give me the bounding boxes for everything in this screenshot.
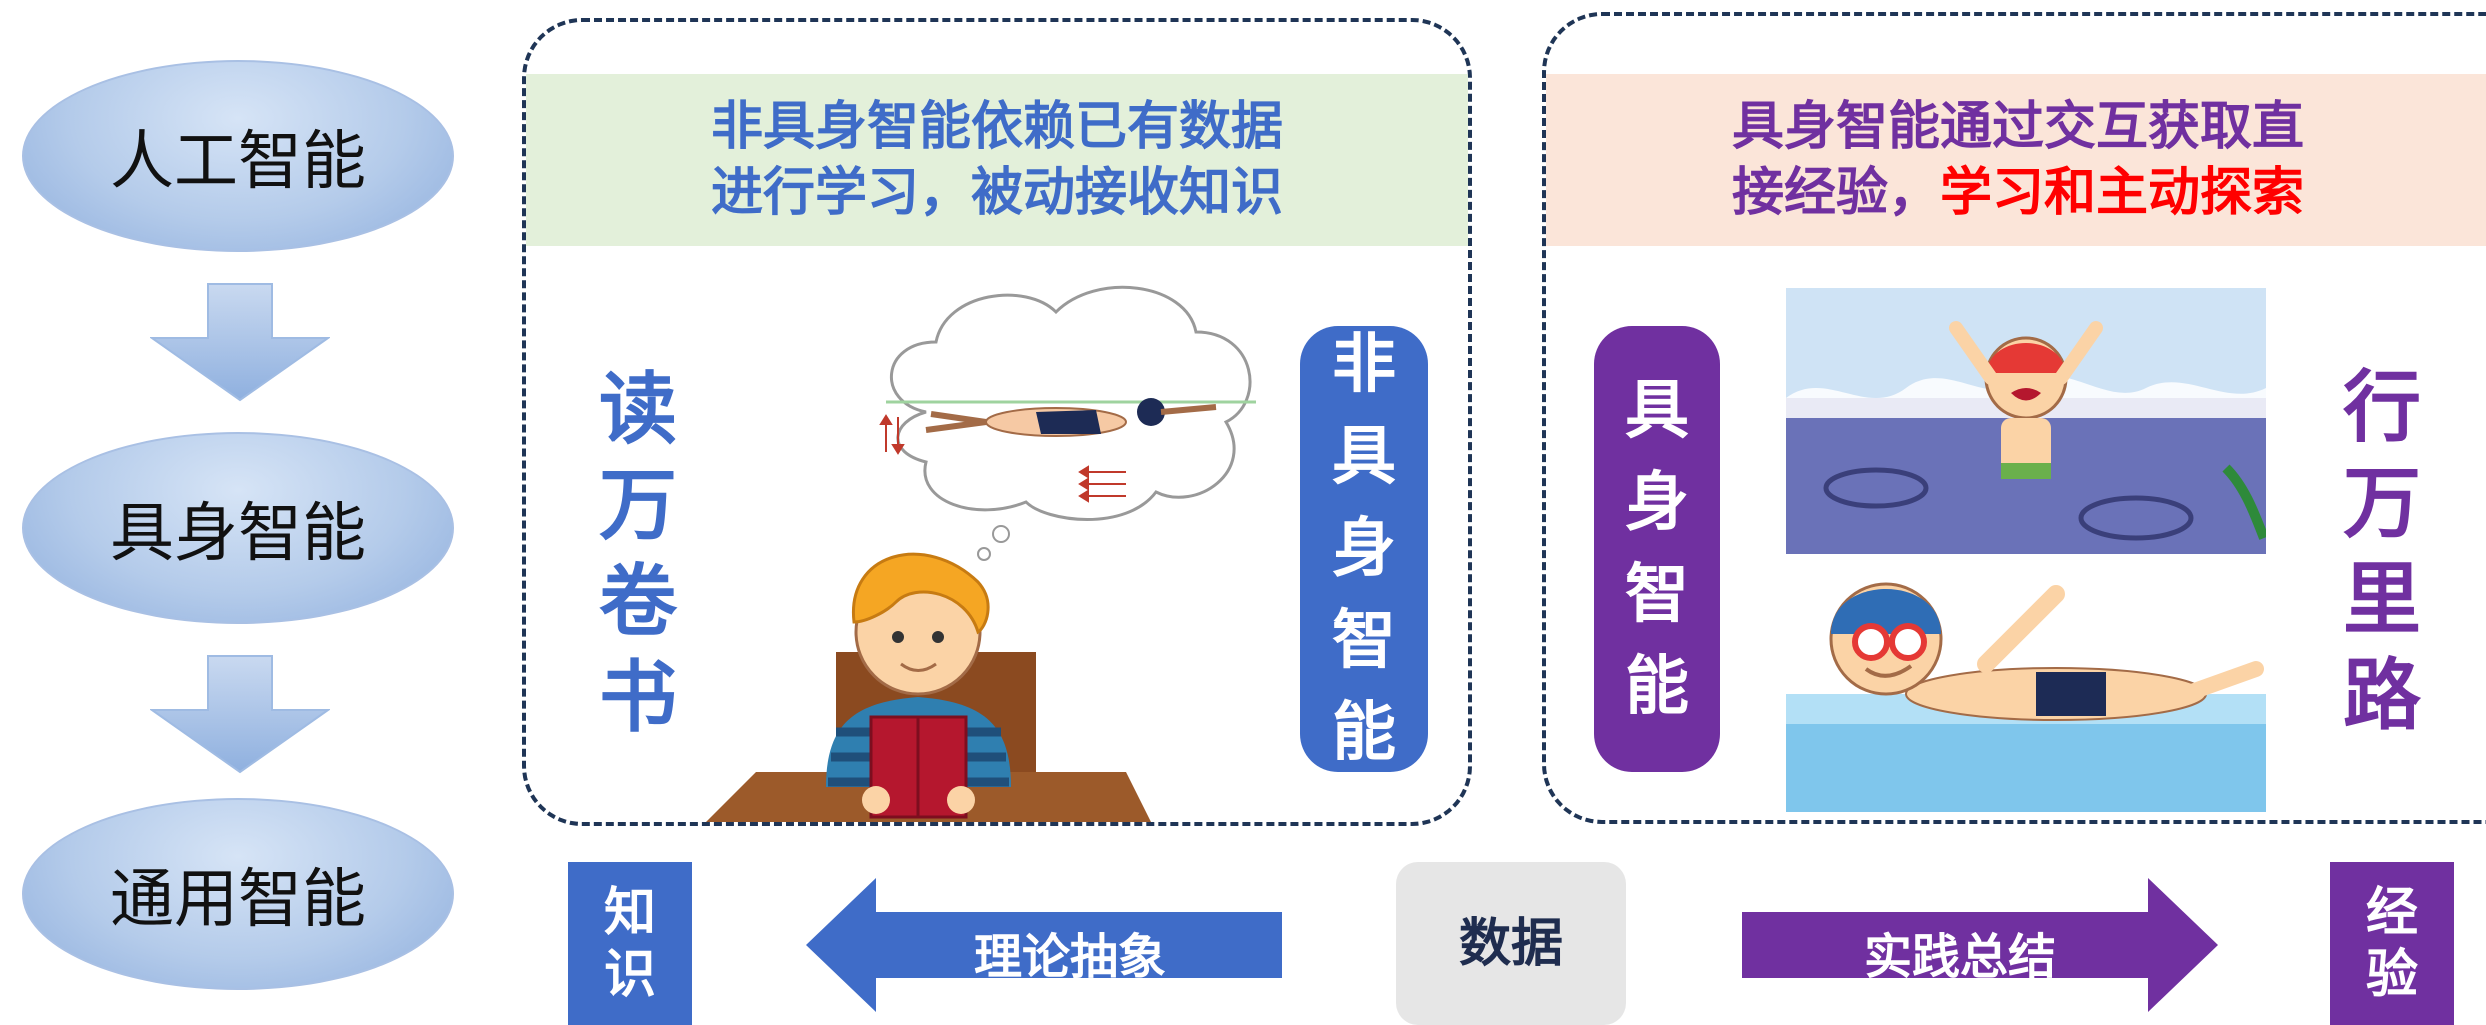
vertical-char: 经 <box>2365 882 2418 943</box>
vertical-char: 万 <box>2342 459 2421 549</box>
vertical-char: 非 <box>1332 328 1396 402</box>
non-embodied-panel: 非具身智能依赖已有数据 进行学习，被动接收知识 读 万 卷 书 <box>522 18 1472 826</box>
vertical-char: 万 <box>598 461 677 551</box>
embodied-panel: 具身智能通过交互获取直 接经验，学习和主动探索 具 身 智 能 <box>1542 12 2486 824</box>
right-arrow-icon <box>1742 878 2218 1012</box>
vertical-char: 能 <box>1332 696 1396 770</box>
vertical-char: 身 <box>1625 466 1689 540</box>
vertical-char: 行 <box>2342 363 2421 453</box>
data-label: 数据 <box>1458 913 1563 974</box>
header-line: 具身智能通过交互获取直 <box>1732 97 2305 157</box>
level-ellipse-embodied: 具身智能 <box>22 432 454 624</box>
level-label: 人工智能 <box>110 125 366 199</box>
down-arrow-icon <box>150 655 330 774</box>
header-highlight-text: 学习和主动探索 <box>1940 163 2305 223</box>
read-books-text: 读 万 卷 书 <box>578 364 698 744</box>
theory-abstraction-label: 理论抽象 <box>973 929 1166 985</box>
header-line: 进行学习，被动接收知识 <box>710 163 1283 223</box>
knowledge-box: 知 识 <box>568 862 692 1025</box>
vertical-char: 里 <box>2342 555 2421 645</box>
level-ellipse-general: 通用智能 <box>22 798 454 990</box>
practice-summary-label: 实践总结 <box>1863 929 2056 985</box>
vertical-char: 能 <box>1625 650 1689 724</box>
embodied-header: 具身智能通过交互获取直 接经验，学习和主动探索 <box>1546 74 2486 246</box>
embodied-ai-pill: 具 身 智 能 <box>1594 326 1720 772</box>
happy-swimmer-illustration <box>1786 554 2266 812</box>
travel-miles-text: 行 万 里 路 <box>2322 362 2442 742</box>
experience-box: 经 验 <box>2330 862 2454 1025</box>
data-box: 数据 <box>1396 862 1626 1025</box>
vertical-char: 具 <box>1332 420 1396 494</box>
vertical-char: 知 <box>603 882 656 943</box>
vertical-char: 验 <box>2365 944 2418 1005</box>
vertical-char: 智 <box>1625 558 1689 632</box>
vertical-char: 书 <box>598 653 677 743</box>
header-text-part: 接经验， <box>1732 163 1941 223</box>
vertical-char: 身 <box>1332 512 1396 586</box>
vertical-char: 读 <box>598 365 677 455</box>
vertical-char: 路 <box>2342 651 2421 741</box>
level-label: 具身智能 <box>110 497 366 571</box>
header-line: 接经验，学习和主动探索 <box>1732 160 2304 226</box>
thought-bubble-swimmer-illustration <box>879 285 1256 561</box>
left-arrow-icon <box>806 878 1282 1012</box>
header-line: 非具身智能依赖已有数据 <box>710 97 1283 157</box>
non-embodied-ai-pill: 非 具 身 智 能 <box>1300 326 1428 772</box>
vertical-char: 识 <box>603 944 656 1005</box>
level-label: 通用智能 <box>110 863 366 937</box>
vertical-char: 具 <box>1625 374 1689 448</box>
level-ellipse-ai: 人工智能 <box>22 60 454 252</box>
vertical-char: 智 <box>1332 604 1396 678</box>
non-embodied-header: 非具身智能依赖已有数据 进行学习，被动接收知识 <box>526 74 1468 246</box>
boy-reading-book-illustration <box>706 552 1151 822</box>
down-arrow-icon <box>150 283 330 402</box>
vertical-char: 卷 <box>598 557 677 647</box>
struggling-swimmer-illustration <box>1786 288 2266 554</box>
